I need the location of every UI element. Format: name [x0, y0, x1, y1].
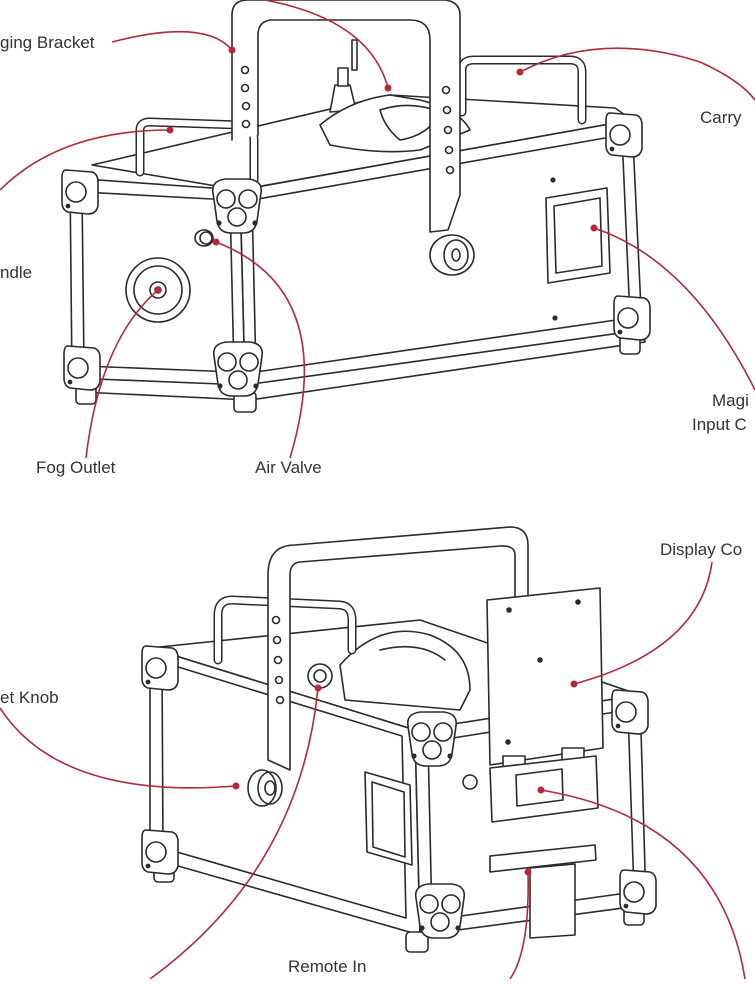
label-air-valve: Air Valve — [255, 458, 322, 477]
corner-guard — [61, 169, 99, 215]
label-bracket-knob: et Knob — [0, 688, 59, 707]
callout-line-fog-outlet — [85, 289, 159, 459]
callout-line-magnetic-input — [593, 227, 755, 391]
callout-line-display — [540, 789, 746, 980]
corner-guard — [619, 869, 657, 915]
callout-line-display-cover — [573, 561, 713, 685]
top-machine-illustration — [69, 0, 646, 413]
callout-line-tank-cap — [264, 0, 389, 89]
corner-guard — [406, 711, 458, 767]
callout-line-carry — [519, 47, 755, 101]
label-carry: Carry — [700, 108, 742, 127]
corner-guard — [211, 178, 263, 234]
callout-line-power — [509, 871, 529, 980]
corner-guard — [414, 883, 466, 939]
label-hanging-bracket: ging Bracket — [0, 33, 95, 52]
callout-line-remote-in — [149, 687, 319, 980]
callout-line-bracket-knob — [0, 707, 237, 789]
corner-guard — [141, 829, 179, 875]
label-handle: ndle — [0, 263, 32, 282]
label-remote-in: Remote In — [288, 957, 366, 976]
label-fog-outlet: Fog Outlet — [36, 458, 116, 477]
corner-guard — [611, 689, 649, 735]
callout-dots — [154, 46, 598, 876]
corner-guard — [63, 345, 101, 391]
callout-line-handle — [0, 129, 171, 191]
corner-guard — [212, 341, 264, 397]
callout-line-hanging-bracket — [111, 30, 233, 51]
label-magnetic-line2: Input C — [692, 415, 747, 434]
callout-line-air-valve — [215, 241, 306, 459]
corner-guard — [605, 112, 643, 158]
corner-guard — [141, 645, 179, 691]
label-magnetic-line1: Magi — [712, 391, 749, 410]
bottom-machine-illustration — [149, 526, 647, 953]
corner-guard — [613, 295, 651, 341]
label-display-cover: Display Co — [660, 540, 742, 559]
